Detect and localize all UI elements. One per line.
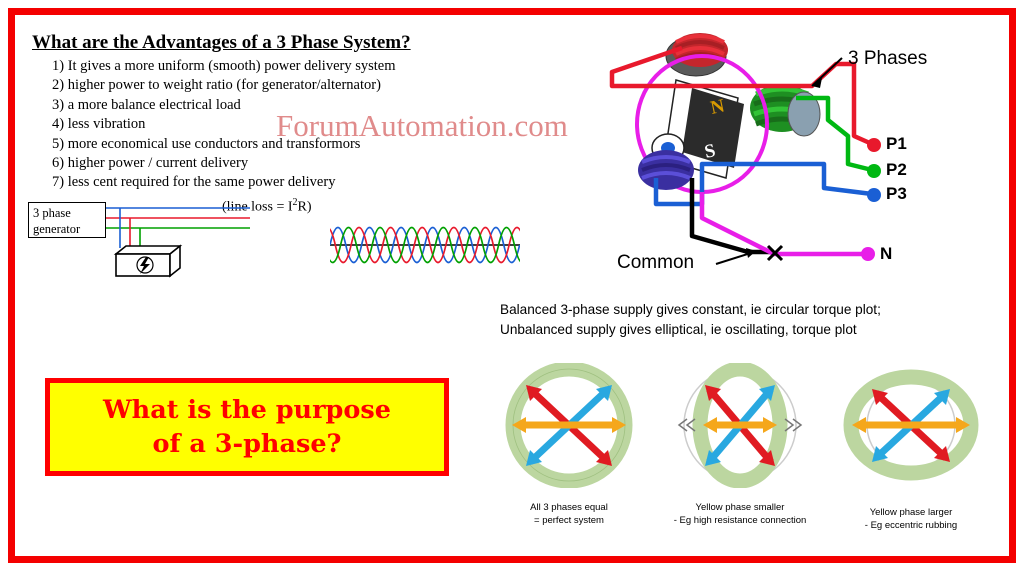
- generator-box-line2: generator: [33, 222, 81, 236]
- blue-coil: [638, 150, 694, 190]
- list-item: 2) higher power to weight ratio (for gen…: [52, 77, 381, 94]
- rotor-north-label: N: [709, 95, 727, 118]
- torque-plot-caption-1-line1: All 3 phases equal: [530, 502, 608, 513]
- question-line1: What is the purpose: [103, 395, 391, 425]
- list-item: 4) less vibration: [52, 116, 146, 133]
- torque-plot-caption-3-line1: Yellow phase larger: [869, 507, 953, 518]
- rotor-south-label: S: [703, 140, 718, 163]
- list-item: 1) It gives a more uniform (smooth) powe…: [52, 58, 396, 74]
- torque-plot-caption-2-line2: - Eg high resistance connection: [673, 514, 807, 526]
- three-phases-label: 3 Phases: [848, 48, 928, 69]
- advantages-list: 1) It gives a more uniform (smooth) powe…: [52, 57, 482, 193]
- line-loss-prefix: (line loss = I: [222, 199, 293, 215]
- motor-stator-illustration: N S: [609, 33, 881, 265]
- torque-plot-caption-2-line1: Yellow phase smaller: [695, 502, 785, 513]
- torque-plot-yellow-smaller: [677, 363, 803, 488]
- page-title: What are the Advantages of a 3 Phase Sys…: [32, 32, 411, 53]
- torque-plot-caption-3-line2: - Eg eccentric rubbing: [864, 519, 958, 531]
- torque-caption: Balanced 3-phase supply gives constant, …: [500, 300, 1020, 340]
- torque-plot-balanced: [505, 363, 633, 488]
- question-line2: of a 3-phase?: [152, 429, 342, 459]
- list-item: 5) more economical use conductors and tr…: [52, 135, 361, 152]
- question-box: What is the purpose of a 3-phase?: [45, 378, 449, 476]
- generator-wiring-diagram: [106, 207, 250, 278]
- three-phase-waveform: [330, 226, 520, 264]
- generator-box: 3 phase generator: [28, 202, 106, 238]
- torque-plot-yellow-larger: [843, 369, 979, 481]
- line-loss-note: (line loss = I2R): [222, 197, 312, 216]
- line-loss-suffix: R): [297, 199, 312, 215]
- terminal-label-p2: P2: [886, 160, 907, 179]
- list-item: 6) higher power / current delivery: [52, 155, 249, 172]
- list-item: 3) a more balance electrical load: [52, 96, 241, 113]
- line-loss-exponent: 2: [292, 197, 298, 208]
- question-box-text: What is the purpose of a 3-phase?: [50, 393, 444, 461]
- torque-caption-line1: Balanced 3-phase supply gives constant, …: [500, 302, 881, 317]
- terminal-label-p1: P1: [886, 134, 907, 153]
- list-item: 7) less cent required for the same power…: [52, 174, 336, 191]
- terminal-label-n: N: [880, 244, 893, 263]
- torque-plot-caption-1-line2: = perfect system: [534, 514, 604, 526]
- torque-plot-caption-2: Yellow phase smaller - Eg high resistanc…: [640, 502, 840, 527]
- generator-box-line1: 3 phase: [33, 206, 71, 220]
- torque-caption-line2: Unbalanced supply gives elliptical, ie o…: [500, 322, 857, 337]
- watermark: ForumAutomation.com: [276, 108, 568, 143]
- common-label: Common: [617, 252, 695, 273]
- torque-plot-caption-1: All 3 phases equal = perfect system: [469, 502, 669, 527]
- terminal-label-p3: P3: [886, 184, 907, 203]
- torque-plot-caption-3: Yellow phase larger - Eg eccentric rubbi…: [811, 507, 1011, 532]
